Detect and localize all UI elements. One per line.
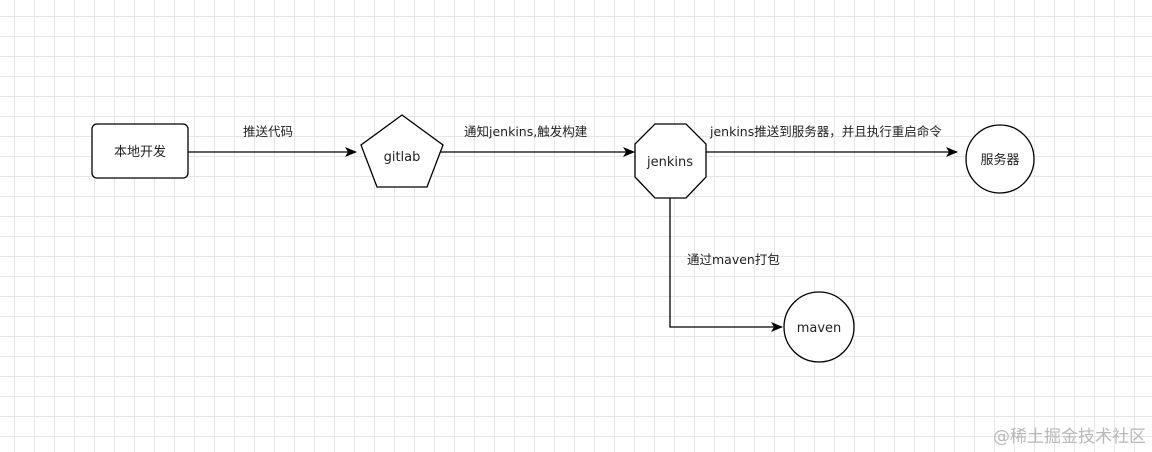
edge-jenkins-to-maven	[669, 198, 783, 332]
node-local-dev-label: 本地开发	[114, 144, 166, 160]
node-gitlab-label: gitlab	[384, 150, 421, 165]
edge-label-jenkins-push-server: jenkins推送到服务器，并且执行重启命令	[709, 124, 942, 139]
node-jenkins-label: jenkins	[646, 155, 693, 170]
node-local-dev[interactable]: 本地开发	[91, 123, 189, 179]
node-gitlab[interactable]: gitlab	[360, 114, 444, 188]
edge-label-notify-jenkins: 通知jenkins,触发构建	[464, 124, 588, 139]
node-server[interactable]: 服务器	[965, 124, 1035, 194]
node-maven[interactable]: maven	[783, 291, 855, 363]
watermark: @稀土掘金技术社区	[993, 427, 1146, 447]
edge-label-push-code: 推送代码	[243, 124, 293, 139]
edge-label-maven-package: 通过maven打包	[687, 252, 780, 267]
node-jenkins[interactable]: jenkins	[634, 123, 707, 199]
node-server-label: 服务器	[980, 152, 1019, 168]
node-maven-label: maven	[797, 321, 842, 336]
